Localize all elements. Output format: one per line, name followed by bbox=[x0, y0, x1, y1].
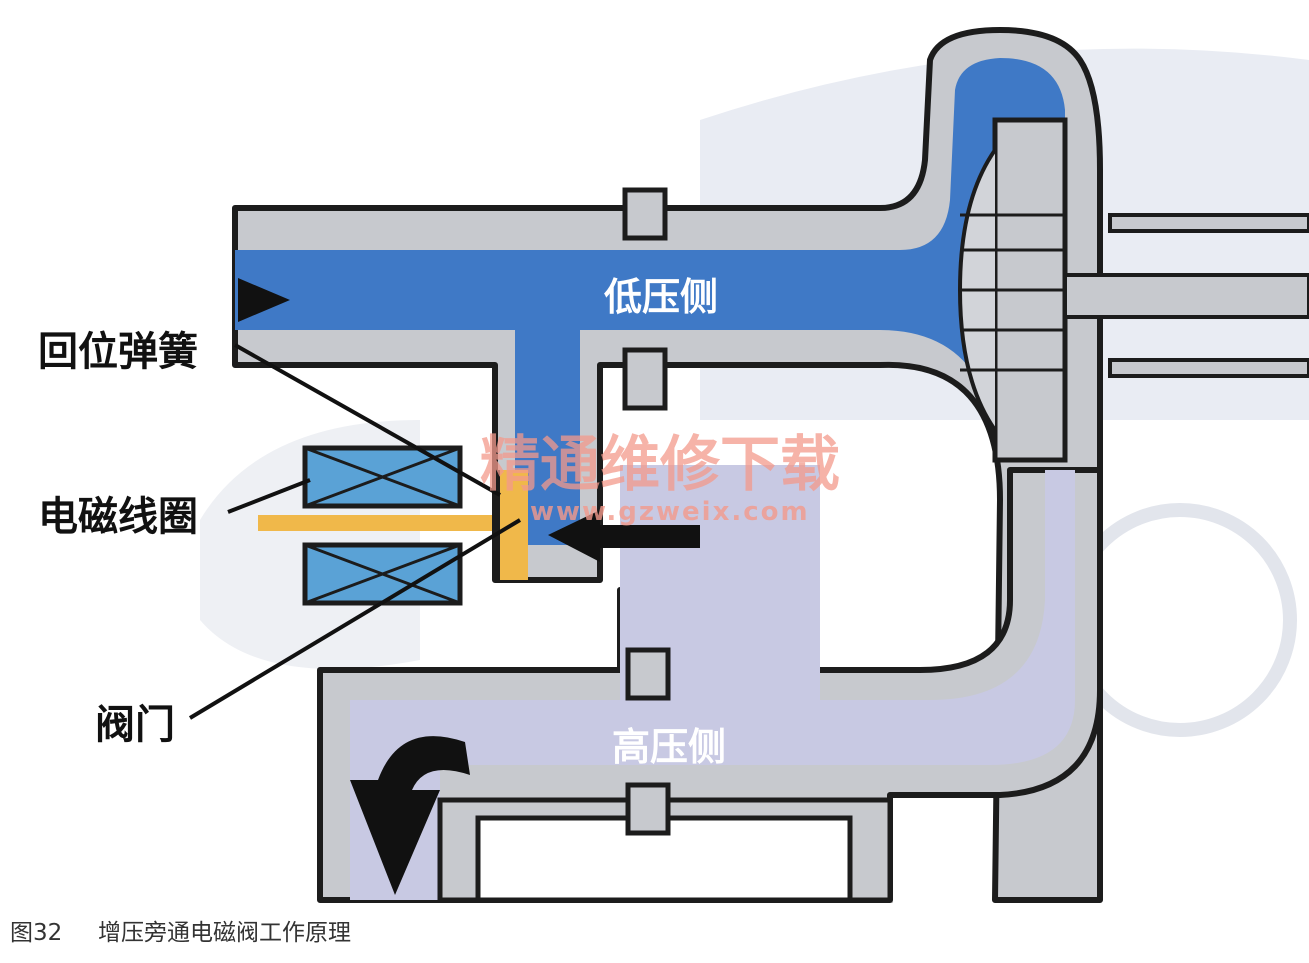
turbo-shaft bbox=[1063, 213, 1309, 378]
label-return-spring: 回位弹簧 bbox=[38, 329, 198, 375]
label-low-pressure-side: 低压侧 bbox=[604, 275, 718, 319]
inlet-arrow-icon bbox=[238, 278, 290, 322]
leader-lines bbox=[188, 343, 522, 720]
flow-arrows bbox=[238, 278, 700, 895]
low-pressure-duct bbox=[232, 27, 1103, 903]
watermark-cn: 精通维修下载 bbox=[480, 430, 840, 500]
figure-number: 图32 bbox=[10, 920, 62, 946]
label-solenoid-coil: 电磁线圈 bbox=[38, 494, 198, 540]
label-high-pressure-side: 高压侧 bbox=[612, 725, 726, 769]
high-pressure-flow bbox=[350, 465, 1075, 900]
bypass-arrow-icon bbox=[548, 510, 700, 562]
label-valve: 阀门 bbox=[95, 702, 175, 748]
figure-caption: 增压旁通电磁阀工作原理 bbox=[98, 920, 351, 946]
bypass-valve bbox=[258, 470, 528, 580]
solenoid-coil bbox=[302, 445, 463, 606]
watermark-url: www.gzweix.com bbox=[530, 497, 810, 527]
return-arrow-icon bbox=[350, 736, 470, 895]
high-pressure-duct bbox=[317, 465, 1103, 903]
low-pressure-flow bbox=[235, 58, 1065, 545]
